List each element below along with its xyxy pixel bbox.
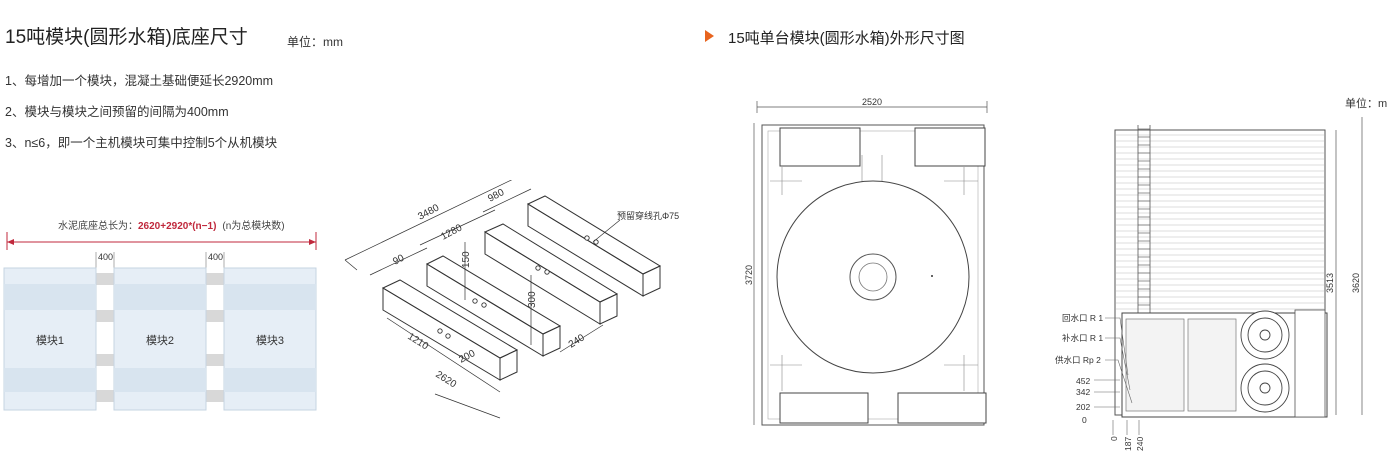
- port-makeup-water: 补水口 R 1: [1062, 333, 1103, 343]
- length-label-prefix: 水泥底座总长为：: [58, 219, 138, 232]
- isometric-base-drawing: 3480 980 1280 90 150 300 240 1210 200 26…: [344, 180, 679, 419]
- triangle-bullet-icon: [705, 30, 714, 42]
- bottom-dim-0: 0: [1109, 436, 1119, 441]
- unit-label: 单位：mm: [287, 35, 343, 49]
- module-block-3: 模块3: [223, 267, 317, 411]
- dim-90: 90: [391, 253, 406, 268]
- height-3513: 3513: [1325, 273, 1335, 293]
- gap-dimension-2: 400: [208, 252, 223, 262]
- dim-300: 300: [527, 291, 538, 308]
- outline-drawing-title: 15吨单台模块(圆形水箱)外形尺寸图: [728, 30, 965, 47]
- note-1: 1、每增加一个模块，混凝土基础便延长2920mm: [5, 74, 274, 88]
- dim-200: 200: [457, 348, 477, 366]
- side-view-drawing: 3513 3620 回水口 R 1 补水口 R 1 供水口 Rp 2 452 3…: [1055, 117, 1363, 451]
- port-supply-water: 供水口 Rp 2: [1055, 355, 1101, 365]
- bottom-dim-240: 240: [1135, 437, 1145, 451]
- dim-240: 240: [567, 332, 587, 350]
- hole-label: 预留穿线孔Φ75: [617, 210, 679, 221]
- module-block-1: 模块1: [3, 267, 97, 411]
- module-label-2: 模块2: [146, 334, 174, 347]
- port-return-water: 回水口 R 1: [1062, 313, 1103, 323]
- top-height-dimension: 3720: [744, 265, 754, 285]
- gap-dimension-1: 400: [98, 252, 113, 262]
- module-block-2: 模块2: [113, 267, 207, 411]
- module-label-1: 模块1: [36, 334, 64, 347]
- height-342: 342: [1076, 387, 1090, 397]
- top-view-drawing: 2520 3720: [744, 97, 988, 426]
- note-2: 2、模块与模块之间预留的间隔为400mm: [5, 105, 229, 119]
- height-3620: 3620: [1351, 273, 1361, 293]
- bottom-dim-187: 187: [1123, 437, 1133, 451]
- top-width-dimension: 2520: [862, 97, 882, 107]
- dim-150: 150: [461, 251, 472, 268]
- note-3: 3、n≤6，即一个主机模块可集中控制5个从机模块: [5, 136, 278, 150]
- page-title: 15吨模块(圆形水箱)底座尺寸: [5, 27, 248, 48]
- dim-2620: 2620: [433, 369, 458, 390]
- dim-1210: 1210: [405, 331, 430, 352]
- height-452: 452: [1076, 376, 1090, 386]
- height-202: 202: [1076, 402, 1090, 412]
- unit-label-right: 单位：m: [1345, 98, 1388, 110]
- svg-text:水泥底座总长为：2620+2920*(n−1)(n为总模块数: 水泥底座总长为：2620+2920*(n−1) (n为总模块数): [58, 219, 285, 232]
- height-0: 0: [1082, 415, 1087, 425]
- length-formula: 2620+2920*(n−1): [138, 221, 216, 232]
- module-layout-diagram: 水泥底座总长为：2620+2920*(n−1)(n为总模块数) 400 400 …: [3, 219, 317, 411]
- tank-cladding-lines: [1116, 128, 1324, 338]
- module-label-3: 模块3: [256, 334, 284, 347]
- length-note: (n为总模块数): [222, 219, 284, 232]
- dim-1280: 1280: [439, 222, 464, 242]
